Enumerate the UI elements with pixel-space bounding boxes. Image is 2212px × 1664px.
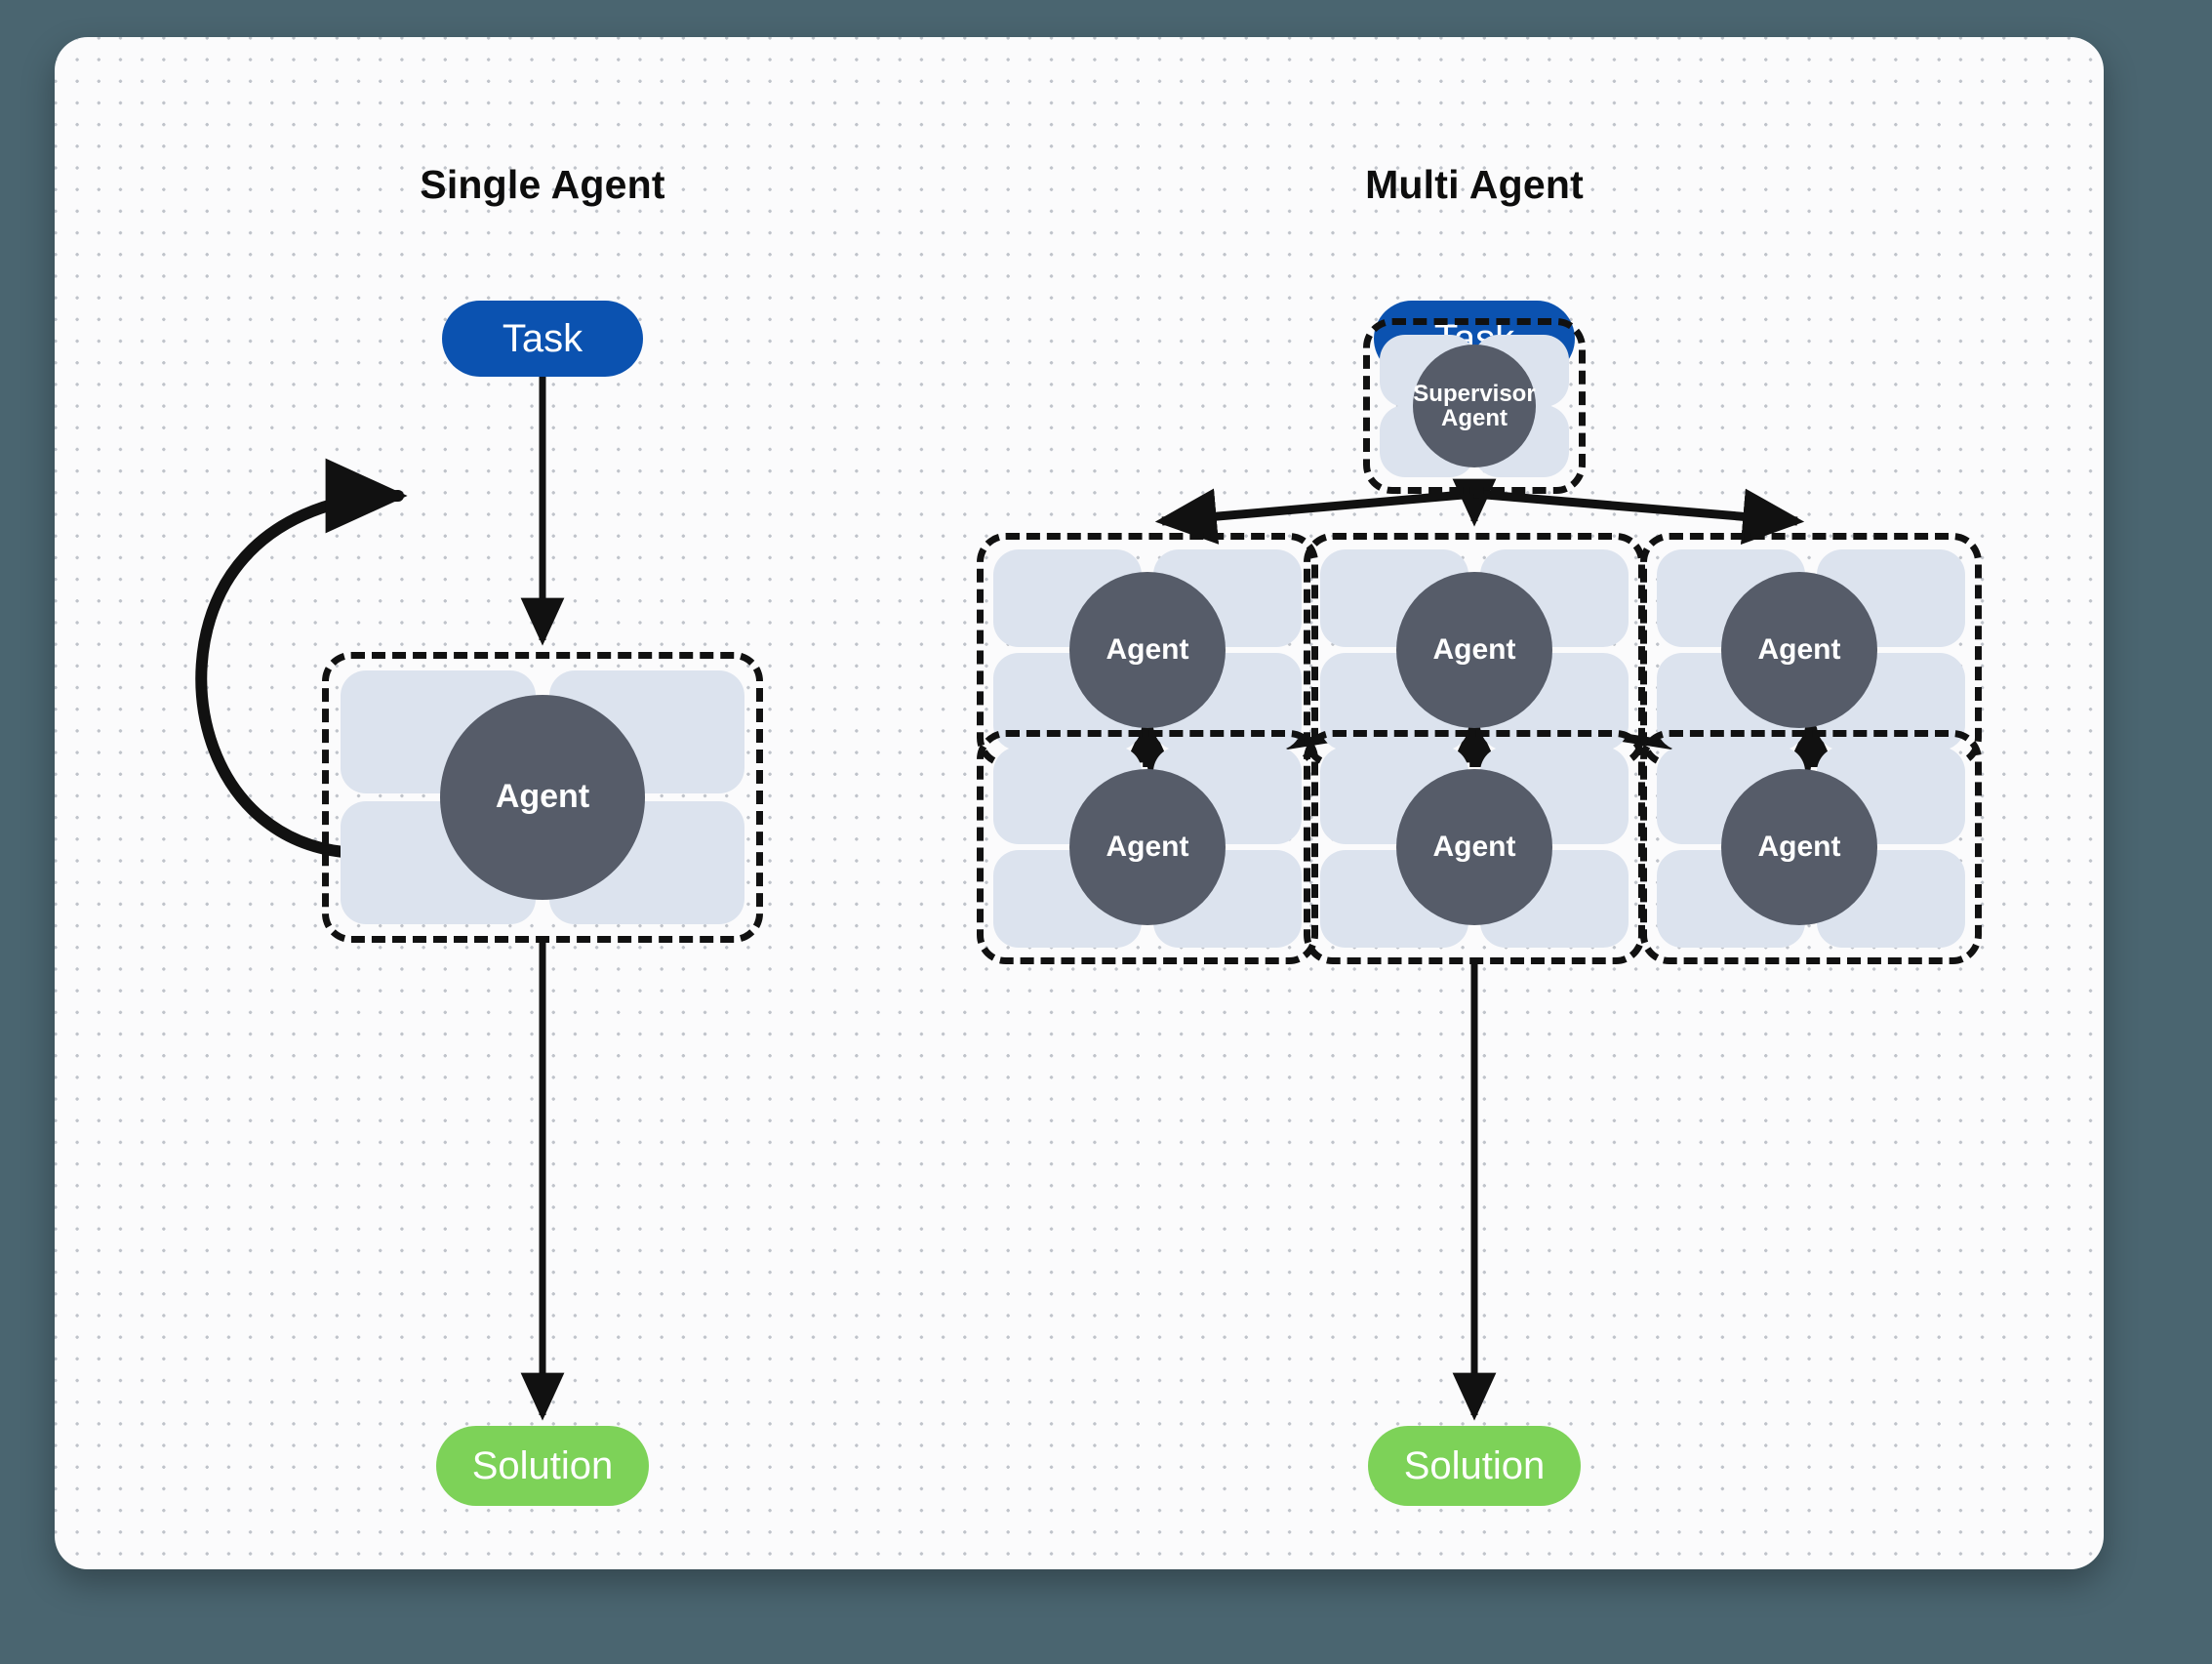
agent-circle: Agent [1396,769,1552,925]
diagram-card: Single Agent Task Agent Solution Multi A… [55,37,2104,1569]
supervisor-agent-label-line2: Agent [1441,405,1508,431]
node-solution-multi[interactable]: Solution [1368,1426,1581,1506]
agent-label: Agent [1432,633,1516,667]
edge-supervisor-to-agent-r1-left [1154,488,1475,545]
node-task-single[interactable]: Task [442,301,643,377]
node-solution-single[interactable]: Solution [436,1426,649,1506]
node-agent-row2-left[interactable]: Agent [977,730,1318,964]
supervisor-agent-circle: Supervisor Agent [1413,345,1536,467]
agent-circle: Agent [1721,572,1877,728]
node-solution-single-label: Solution [471,1443,614,1487]
node-agent-row2-middle[interactable]: Agent [1304,730,1645,964]
agent-circle: Agent [1069,572,1226,728]
node-agent-single[interactable]: Agent [322,652,763,943]
agent-label: Agent [1106,831,1189,864]
node-agent-row2-right[interactable]: Agent [1640,730,1982,964]
supervisor-agent-label-line1: Supervisor [1413,380,1536,407]
agent-label: Agent [1106,633,1189,667]
agent-circle: Agent [1721,769,1877,925]
node-supervisor-agent[interactable]: Supervisor Agent [1363,318,1586,494]
node-task-single-label: Task [502,316,583,360]
agent-circle: Agent [1069,769,1226,925]
panel-title-multi-agent: Multi Agent [1365,162,1584,207]
agent-circle: Agent [440,695,645,900]
agent-circle: Agent [1396,572,1552,728]
panel-title-single-agent: Single Agent [420,162,665,207]
edge-supervisor-to-agent-r1-right [1473,488,1805,545]
agent-label: Agent [495,778,590,816]
diagram-stage: Single Agent Task Agent Solution Multi A… [55,37,2104,1569]
node-solution-multi-label: Solution [1403,1443,1546,1487]
agent-label: Agent [1757,831,1841,864]
agent-label: Agent [1432,831,1516,864]
agent-label: Agent [1757,633,1841,667]
